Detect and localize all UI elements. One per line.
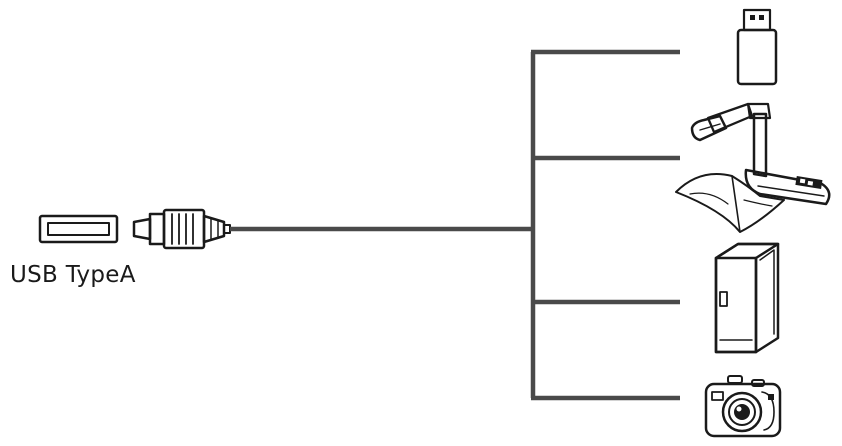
digital-camera-icon xyxy=(704,375,782,438)
usb-port-icon xyxy=(38,214,119,244)
usb-plug-icon xyxy=(132,208,231,250)
cable-bus xyxy=(230,49,680,401)
external-hard-drive-icon xyxy=(714,242,780,354)
usb-type-a-label: USB TypeA xyxy=(10,262,136,288)
usb-flash-drive-icon xyxy=(736,8,778,86)
document-camera-icon xyxy=(675,102,831,233)
